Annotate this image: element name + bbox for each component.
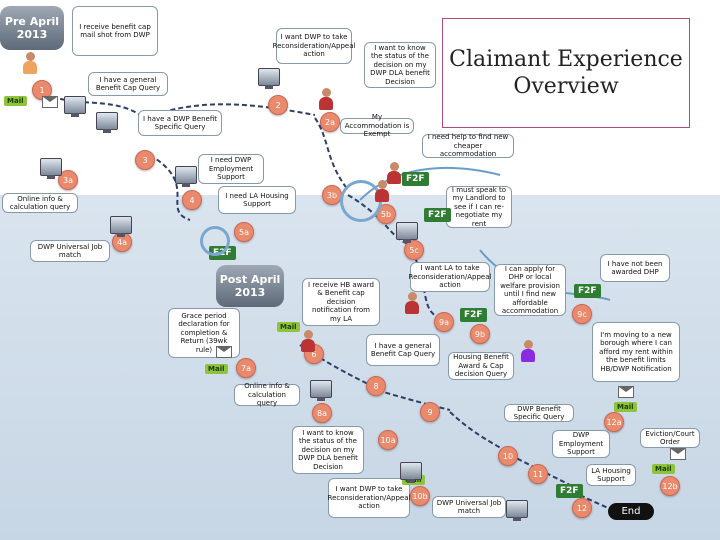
step-box: I have a general Benefit Cap Query (88, 72, 168, 96)
f2f-tag: F2F (556, 484, 583, 498)
path-segment (149, 154, 191, 221)
title-line-2: Overview (513, 74, 619, 99)
path-segment (509, 454, 581, 491)
mail-chip: Mail (614, 402, 637, 412)
step-box: I receive benefit cap mail shot from DWP (72, 6, 158, 56)
envelope-icon (42, 96, 58, 108)
step-badge: 12 (572, 498, 592, 518)
person-icon (404, 292, 420, 314)
computer-icon (258, 68, 280, 89)
step-badge: 5a (234, 222, 254, 242)
path-segment (449, 411, 511, 456)
step-badge: 3a (58, 170, 78, 190)
computer-icon (40, 158, 62, 179)
post-april-tag: Post April 2013 (216, 265, 284, 307)
step-badge: 3 (135, 150, 155, 170)
step-box: Eviction/Court Order (640, 428, 700, 448)
step-badge: 9a (434, 312, 454, 332)
step-box: DWP Employment Support (552, 430, 610, 458)
step-box: I want to know the status of the decisio… (364, 42, 436, 88)
channel-wheel-icon (200, 226, 230, 256)
person-icon (374, 180, 390, 202)
step-box: I receive HB award & Benefit cap decisio… (302, 278, 380, 326)
mail-chip: Mail (277, 322, 300, 332)
step-box: I can apply for DHP or local welfare pro… (494, 264, 566, 316)
step-badge: 8 (366, 376, 386, 396)
step-box: Housing Benefit Award & Cap decision Que… (448, 352, 514, 380)
step-badge: 8a (312, 403, 332, 423)
path-segment (579, 494, 616, 513)
step-box: I'm moving to a new borough where I can … (592, 322, 680, 382)
computer-icon (64, 96, 86, 117)
step-box: DWP Universal Job match (30, 240, 110, 262)
computer-icon (96, 112, 118, 133)
envelope-icon (216, 346, 232, 358)
step-box: I want DWP to take Reconsideration/Appea… (328, 478, 410, 518)
step-box: I have not been awarded DHP (600, 254, 670, 282)
title-line-1: Claimant Experience (449, 47, 683, 72)
person-icon (22, 52, 38, 74)
f2f-tag: F2F (402, 172, 429, 186)
mail-chip: Mail (652, 464, 675, 474)
computer-icon (110, 216, 132, 237)
mail-chip: Mail (205, 364, 228, 374)
step-badge: 2a (320, 112, 340, 132)
step-badge: 12a (604, 412, 624, 432)
step-box: DWP Universal Job match (432, 496, 506, 518)
path-segment (139, 103, 316, 121)
step-box: I have a general Benefit Cap Query (366, 334, 440, 366)
end-node: End (608, 503, 654, 520)
mail-chip: Mail (4, 96, 27, 106)
step-badge: 5c (404, 240, 424, 260)
person-icon (386, 162, 402, 184)
step-box: I need DWP Employment Support (198, 154, 264, 184)
step-badge: 9 (420, 402, 440, 422)
computer-icon (396, 222, 418, 243)
step-badge: 4 (182, 190, 202, 210)
diagram-title: Claimant Experience Overview (442, 18, 690, 128)
computer-icon (310, 380, 332, 401)
step-badge: 2 (268, 95, 288, 115)
step-box: I need help to find new cheaper accommod… (422, 133, 514, 158)
person-icon (520, 340, 536, 362)
step-box: I have a DWP Benefit Specific Query (138, 110, 222, 136)
person-icon (300, 330, 316, 352)
step-badge: 12b (660, 476, 680, 496)
step-box: LA Housing Support (586, 464, 636, 486)
step-box: I want to know the status of the decisio… (292, 426, 364, 474)
step-badge: 10b (410, 486, 430, 506)
path-segment (314, 117, 349, 191)
person-icon (318, 88, 334, 110)
f2f-tag: F2F (574, 284, 601, 298)
step-box: Online info & calculation query (234, 382, 300, 407)
envelope-icon (618, 386, 634, 398)
step-badge: 9b (470, 324, 490, 344)
envelope-icon (670, 448, 686, 460)
step-box: Online info & calculation query (2, 193, 78, 213)
step-badge: 10 (498, 446, 518, 466)
step-badge: 7a (236, 358, 256, 378)
computer-icon (175, 166, 197, 187)
step-box: My Accommodation is Exempt (340, 113, 414, 138)
f2f-tag: F2F (460, 308, 487, 322)
step-box: I want LA to take Reconsideration/Appeal… (409, 262, 491, 292)
computer-icon (400, 462, 422, 483)
path-segment (411, 249, 441, 319)
computer-icon (506, 500, 528, 521)
step-box: DWP Benefit Specific Query (504, 404, 574, 422)
step-box: I need LA Housing Support (218, 186, 296, 214)
step-badge: 9c (572, 304, 592, 324)
step-box: I must speak to my Landlord to see if I … (446, 186, 512, 228)
pre-april-tag: Pre April 2013 (0, 6, 64, 50)
step-badge: 11 (528, 464, 548, 484)
step-badge: 10a (378, 430, 398, 450)
f2f-tag: F2F (424, 208, 451, 222)
step-badge: 3b (322, 185, 342, 205)
step-box: I want DWP to take Reconsideration/Appea… (273, 28, 355, 64)
